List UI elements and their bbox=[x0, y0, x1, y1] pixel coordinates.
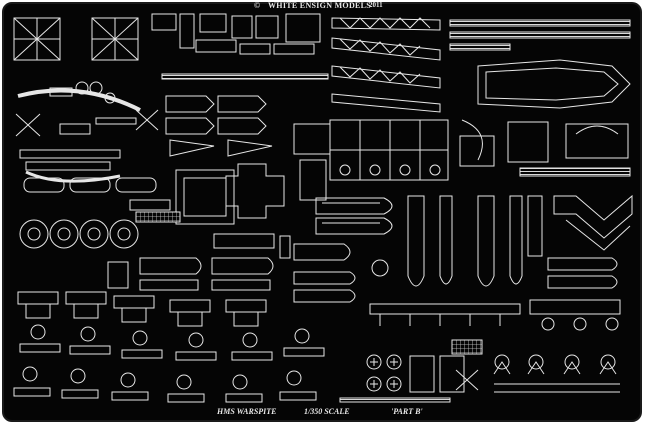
boat-7 bbox=[293, 289, 356, 303]
year-label: 2011 bbox=[369, 1, 383, 9]
boat-4 bbox=[139, 257, 202, 275]
copyright-symbol: © bbox=[254, 1, 260, 10]
stand-row-2 bbox=[19, 324, 325, 361]
scale-label: 1/350 SCALE bbox=[304, 407, 350, 416]
part-label: 'PART B' bbox=[391, 407, 423, 416]
crane-jib-2 bbox=[331, 37, 441, 61]
fret-sheet bbox=[2, 2, 642, 422]
propeller-row bbox=[493, 354, 620, 393]
boat-8 bbox=[547, 257, 618, 271]
cross-frame-2 bbox=[91, 17, 139, 61]
boat-3 bbox=[293, 243, 351, 261]
stand-row-1 bbox=[17, 291, 267, 327]
boat-5 bbox=[211, 257, 274, 275]
ship-name: HMS WARSPITE bbox=[217, 407, 277, 416]
deck-outline bbox=[477, 59, 631, 109]
wing-parts bbox=[165, 95, 273, 157]
stand-row-3 bbox=[13, 366, 317, 403]
crane-jib-3 bbox=[331, 65, 441, 89]
cross-frame-1 bbox=[13, 17, 61, 61]
boat-2 bbox=[315, 217, 393, 235]
fitting-grid bbox=[366, 354, 465, 393]
boat-1 bbox=[315, 197, 393, 215]
boat-6 bbox=[293, 271, 356, 285]
maker-name: WHITE ENSIGN MODELS bbox=[268, 1, 372, 10]
wheel-row bbox=[19, 219, 139, 249]
superstructure-block bbox=[329, 119, 449, 181]
chevron-frame bbox=[553, 194, 633, 239]
crane-jib-4 bbox=[331, 93, 441, 113]
crane-jib-1 bbox=[331, 17, 441, 31]
boat-9 bbox=[547, 275, 618, 289]
